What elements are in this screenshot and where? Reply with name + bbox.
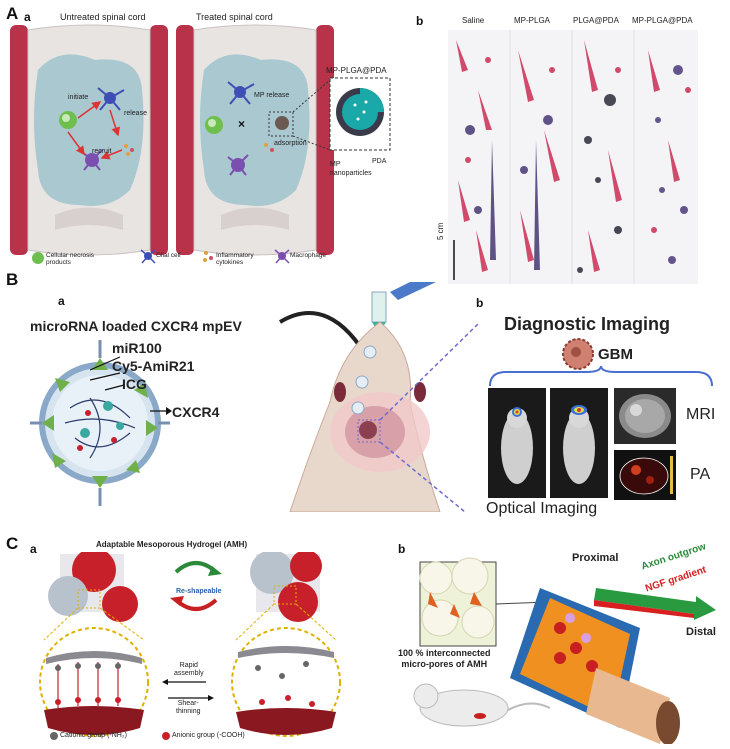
legend-cytokines: Inflammatory cytokines	[216, 252, 254, 266]
label-release: release	[124, 110, 147, 117]
imaging-bracket	[489, 366, 713, 387]
tumor-marker	[359, 421, 377, 439]
nerve-conduit-diagram	[413, 557, 716, 744]
distal-label: Distal	[686, 626, 716, 638]
gbm-label: GBM	[598, 346, 633, 363]
label-adsorption: adsorption	[274, 140, 307, 147]
label-pda: PDA	[372, 158, 387, 165]
pa-label: PA	[690, 466, 711, 483]
panel-a-sub-a-letter: a	[24, 10, 31, 24]
cationic-icon	[50, 732, 58, 740]
optical-image-1	[488, 388, 546, 498]
rapid-assembly-label: Rapid assembly	[174, 662, 204, 677]
pa-image	[614, 450, 676, 500]
optical-imaging-label: Optical Imaging	[486, 500, 598, 517]
anionic-icon	[162, 732, 170, 740]
amh-title: Adaptable Mesoporous Hydrogel (AMH)	[96, 540, 248, 549]
panel-a-letter: A	[6, 4, 19, 23]
reshape-arrow-top	[174, 561, 218, 574]
optical-image-2	[550, 388, 608, 498]
diagnostic-imaging-title: Diagnostic Imaging	[504, 314, 671, 334]
proximal-label: Proximal	[572, 552, 619, 564]
necrosis-icon	[32, 252, 44, 264]
panel-c-sub-b-letter: b	[398, 542, 406, 556]
reshape-arrow-bottom	[174, 598, 218, 611]
svg-text:×: ×	[238, 117, 245, 131]
gbm-icon	[562, 338, 594, 370]
micropores-label: 100 % interconnected micro-pores of AMH	[398, 648, 491, 669]
label-cy5-amir21: Cy5-AmiR21	[112, 358, 195, 374]
label-mp-release: MP release	[254, 92, 290, 99]
label-mp-nanoparticles: MP nanoparticles	[330, 161, 372, 177]
label-icg: ICG	[122, 376, 147, 392]
legend-necrosis: Cellular necrosis products	[46, 252, 95, 266]
panel-c-sub-a-letter: a	[30, 542, 37, 556]
mpev-vesicle-diagram	[30, 340, 170, 506]
legend-glial: Glial cell	[156, 252, 181, 259]
footprint-col-plga-pda: PLGA@PDA	[573, 16, 619, 25]
label-recruit: recruit	[92, 148, 112, 155]
cationic-label: Cationic group (-NH₂)	[60, 732, 127, 739]
untreated-title: Untreated spinal cord	[60, 12, 146, 22]
mouse-illustration	[278, 282, 480, 512]
macrophage-icon	[274, 249, 290, 264]
label-arrows	[90, 356, 172, 415]
label-mir100: miR100	[112, 340, 162, 356]
cytokine-icon	[203, 251, 213, 262]
label-initiate: initiate	[68, 94, 89, 101]
glial-cell-icon	[140, 249, 156, 264]
mp-particle	[275, 116, 289, 130]
panel-b-letter: B	[6, 270, 19, 289]
shear-thinning-label: Shear- thinning	[176, 700, 201, 715]
anionic-label: Anionic group (-COOH)	[172, 732, 245, 739]
panel-c-letter: C	[6, 534, 19, 553]
legend-macrophage: Macrophage	[290, 252, 327, 259]
panel-a-legend: Cellular necrosis products Glial cell In…	[46, 250, 356, 272]
reshapeable-label: Re-shapeable	[176, 588, 222, 595]
untreated-spinal-cord	[10, 24, 168, 256]
gradient-arrow	[594, 588, 716, 620]
glial-cell-untreated	[97, 87, 125, 111]
treated-spinal-cord	[176, 24, 334, 256]
footprint-image	[448, 30, 698, 284]
spinal-cord-diagram: ×	[10, 24, 391, 264]
panel-b-a-title: microRNA loaded CXCR4 mpEV	[30, 318, 242, 334]
label-cxcr4: CXCR4	[172, 404, 220, 420]
inset-title: MP-PLGA@PDA	[326, 66, 387, 75]
mri-label: MRI	[686, 406, 716, 423]
amh-diagram	[39, 552, 341, 740]
macrophage-untreated	[81, 149, 103, 171]
panel-b-sub-b-letter: b	[476, 296, 484, 310]
footprint-col-mp-plga-pda: MP-PLGA@PDA	[632, 16, 693, 25]
panel-a-sub-b-letter: b	[416, 14, 424, 28]
panel-b-sub-a-letter: a	[58, 294, 65, 308]
mri-image	[614, 388, 676, 444]
scale-bar-label: 5 cm	[436, 222, 445, 240]
treated-title: Treated spinal cord	[196, 12, 273, 22]
footprint-col-saline: Saline	[462, 16, 485, 25]
footprint-col-mp-plga: MP-PLGA	[514, 16, 551, 25]
mp-plga-pda-inset	[329, 77, 391, 151]
